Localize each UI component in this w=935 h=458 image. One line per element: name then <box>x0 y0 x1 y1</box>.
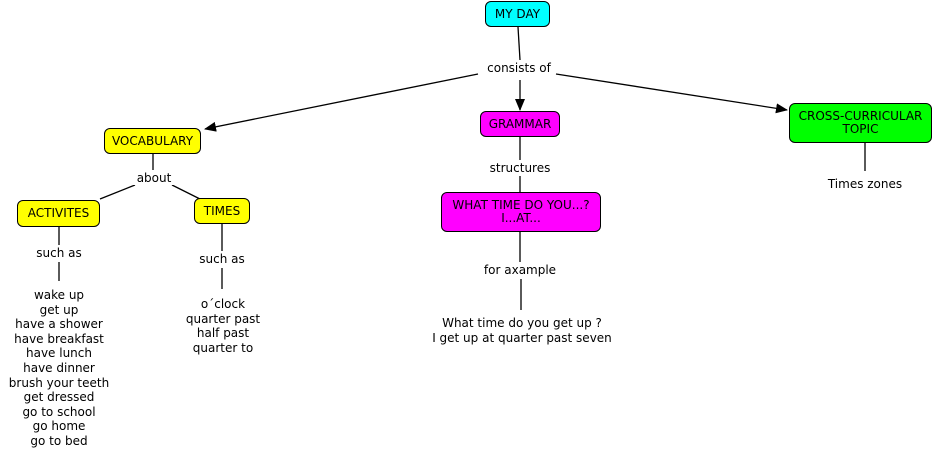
line-root-consists <box>517 26 521 61</box>
link-such-as-activities: such as <box>31 246 87 260</box>
list-item: have a shower <box>15 317 103 332</box>
example-question: What time do you get up ? <box>442 316 602 330</box>
node-what-time-structure[interactable]: WHAT TIME DO YOU...? I...AT... <box>441 192 601 232</box>
list-item: go home <box>32 419 86 434</box>
node-activites[interactable]: ACTIVITES <box>17 200 100 227</box>
example-sentences: What time do you get up ? I get up at qu… <box>420 316 624 345</box>
list-item: quarter past <box>185 311 261 326</box>
list-item: get up <box>39 302 79 317</box>
times-list: o´clock quarter past half past quarter t… <box>176 297 270 355</box>
list-item: wake up <box>33 288 85 302</box>
list-item: half past <box>196 326 250 341</box>
link-consists-of: consists of <box>483 61 555 75</box>
list-item: o´clock <box>200 297 246 311</box>
line-about-times <box>171 184 201 200</box>
activities-list: wake up get up have a shower have breakf… <box>0 288 118 449</box>
list-item: go to school <box>22 404 96 419</box>
line-about-activites <box>99 184 136 200</box>
list-item: get dressed <box>23 390 95 405</box>
arrow-to-vocabulary <box>204 73 479 132</box>
times-zones-text: Times zones <box>820 177 910 191</box>
node-grammar[interactable]: GRAMMAR <box>480 111 560 137</box>
list-item: have breakfast <box>14 331 104 346</box>
node-vocabulary[interactable]: VOCABULARY <box>104 128 201 154</box>
node-my-day[interactable]: MY DAY <box>485 1 550 27</box>
list-item: have lunch <box>25 346 92 361</box>
link-about: about <box>133 171 175 185</box>
list-item: go to bed <box>30 433 88 448</box>
node-cross-curricular-topic[interactable]: CROSS-CURRICULAR TOPIC <box>789 103 932 143</box>
link-such-as-times: such as <box>194 252 250 266</box>
node-times[interactable]: TIMES <box>194 198 250 224</box>
list-item: have dinner <box>23 360 95 375</box>
example-answer: I get up at quarter past seven <box>432 330 612 345</box>
list-item: quarter to <box>192 340 254 355</box>
link-structures: structures <box>486 161 554 175</box>
list-item: brush your teeth <box>8 375 110 390</box>
link-for-example: for axample <box>478 263 562 277</box>
arrow-to-cross <box>555 73 788 114</box>
